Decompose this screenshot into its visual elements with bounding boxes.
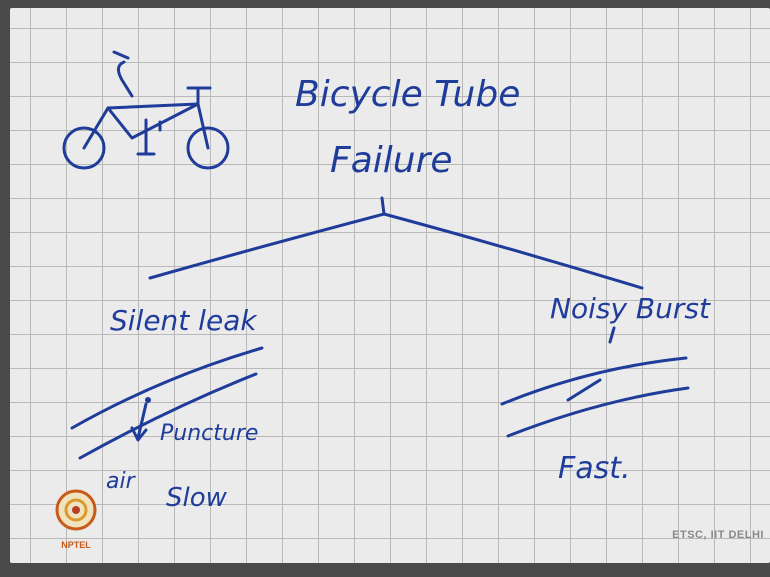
puncture-dot (145, 397, 151, 403)
branch-right-line (382, 212, 644, 290)
fast-label: Fast. (558, 451, 631, 486)
nptel-logo-text: NPTEL (61, 540, 91, 550)
tree-stem (380, 196, 386, 216)
tube-right-upper (500, 356, 688, 406)
tube-left-lower (78, 372, 258, 460)
burst-tick (608, 326, 616, 344)
tube-right-lower (506, 386, 690, 438)
air-label: air (106, 469, 137, 494)
left-branch-label: Silent leak (110, 304, 258, 337)
burst-mark (566, 378, 602, 402)
nptel-logo-icon (55, 489, 97, 531)
branch-left-line (148, 212, 386, 280)
title-line2: Failure (330, 140, 453, 181)
bicycle-icon (62, 50, 230, 170)
handwritten-diagram: Bicycle Tube Failure Silent leak Punctur… (62, 50, 711, 513)
grid-board: Bicycle Tube Failure Silent leak Punctur… (10, 8, 770, 563)
puncture-label: Puncture (160, 421, 258, 446)
nptel-logo: NPTEL (52, 484, 100, 556)
air-arrow (130, 402, 148, 442)
tube-left-upper (70, 346, 264, 430)
title-line1: Bicycle Tube (295, 74, 520, 115)
right-branch-label: Noisy Burst (550, 292, 711, 325)
slow-label: Slow (166, 483, 228, 513)
watermark: ETSC, IIT DELHI (672, 529, 764, 541)
